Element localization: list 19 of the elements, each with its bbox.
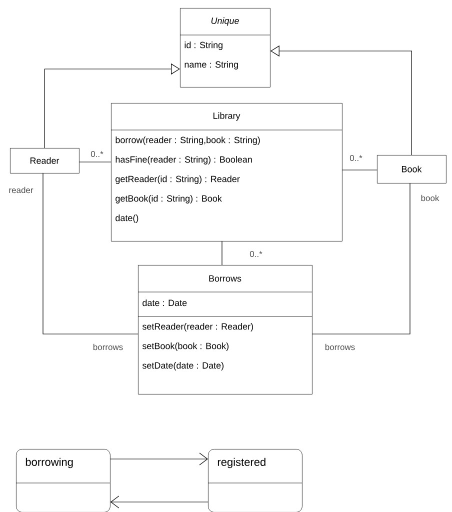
transition-arrow [110, 496, 208, 508]
class-box: Unique id : String name : String [180, 8, 270, 88]
role-label: book [421, 194, 440, 202]
class-box: Library borrow(reader : String,book : String) hasFine(reader : String) : Boolean getReader(id : String) : Reader getBook(id : String) : Book date() [110, 103, 342, 242]
role-label: reader [9, 186, 34, 194]
association-line [42, 173, 138, 334]
class-box: Reader [10, 148, 80, 174]
multiplicity-label: 0..* [350, 155, 362, 161]
state-box: registered [208, 449, 302, 512]
role-label: borrows [325, 344, 355, 350]
transition-arrow [110, 452, 208, 466]
class-box: Book [377, 155, 446, 184]
multiplicity-label: 0..* [250, 251, 262, 257]
role-label: borrows [93, 344, 123, 350]
multiplicity-label: 0..* [90, 151, 104, 157]
association-line [312, 183, 410, 334]
class-box: Borrows date : Date setReader(reader : Reader) setBook(book : Book) setDate(date : Date) [138, 265, 312, 394]
generalization-arrow [44, 63, 180, 148]
state-box: borrowing [16, 449, 110, 512]
